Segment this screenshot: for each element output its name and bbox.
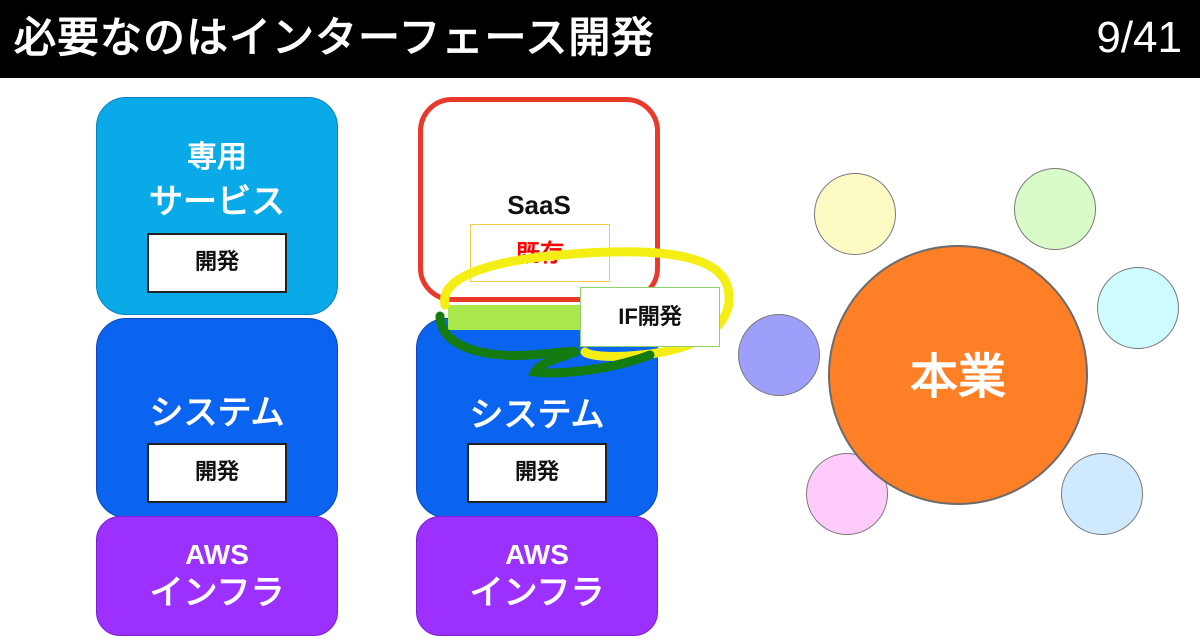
green-marker-stroke [435,311,655,378]
dedicated-service-label-line1: 専用 [187,140,247,175]
middle-system-label: システム [469,395,605,435]
left-system-dev-box: 開発 [147,443,287,503]
slide-title: 必要なのはインターフェース開発 [14,13,655,62]
satellite-circle-left [738,314,820,396]
dedicated-service-label-line2: サービス [149,182,285,222]
middle-aws-label-line1: AWS [505,539,569,570]
left-system-label: システム [149,393,285,433]
satellite-circle-bottom-right [1061,453,1143,535]
middle-system-block: システム 開発 [416,318,658,518]
if-dev-box: IF開発 [580,287,720,347]
satellite-circle-top-left [814,173,896,255]
left-aws-block: AWS インフラ [96,516,338,636]
satellite-circle-right [1097,267,1179,349]
saas-label: SaaS [507,190,571,220]
left-aws-label-line2: インフラ [149,573,285,613]
interface-bar [448,305,588,330]
left-system-block: システム 開発 [96,318,338,518]
title-bar: 必要なのはインターフェース開発 9/41 [0,0,1200,78]
middle-system-dev-box: 開発 [467,443,607,503]
core-business-label: 本業 [909,349,1006,405]
middle-aws-label-line2: インフラ [469,573,605,613]
middle-aws-block: AWS インフラ [416,516,658,636]
dedicated-service-block: 専用 サービス 開発 [96,97,338,315]
left-aws-label-line1: AWS [185,539,249,570]
page-number: 9/41 [1096,13,1182,62]
core-business-circle: 本業 [828,245,1088,505]
satellite-circle-top-right [1014,168,1096,250]
dedicated-service-dev-box: 開発 [147,233,287,293]
